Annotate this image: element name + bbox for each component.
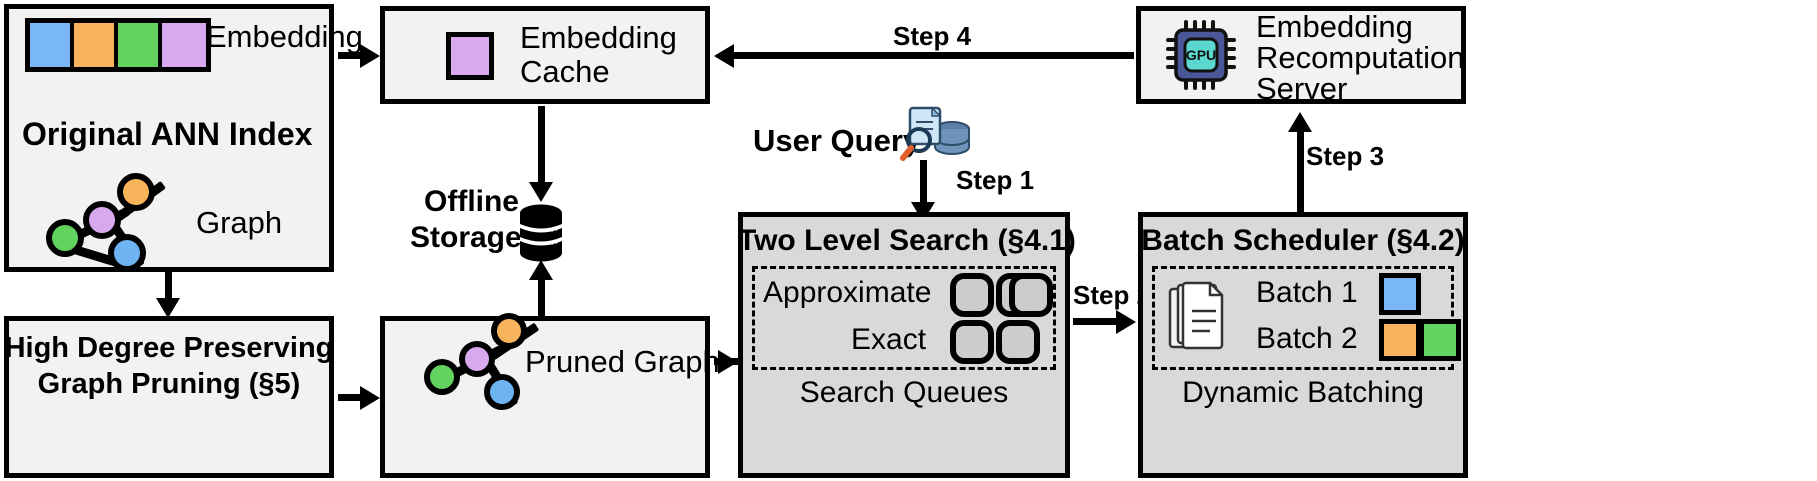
arrow-index-to-pruning-head	[156, 298, 180, 318]
user-query-label: User Query	[753, 123, 921, 158]
recomputation-server-line2: Recomputation	[1256, 40, 1465, 75]
step1-label: Step 1	[956, 165, 1035, 195]
arrow-step4-line	[734, 52, 1134, 59]
database-cylinder-icon	[520, 204, 562, 262]
pruned-node-purple	[459, 341, 495, 377]
search-row-approximate-label: Approximate	[763, 276, 932, 309]
graph-pruning-title-line1: High Degree Preserving	[4, 332, 334, 364]
arrow-pruned-to-search-head	[718, 350, 738, 374]
arrow-step3-line	[1297, 130, 1304, 212]
graph-node-blue	[108, 234, 146, 272]
arrow-pruning-to-pruned-head	[360, 386, 380, 410]
recomputation-server-line3: Server	[1256, 71, 1348, 106]
graph-node-orange	[117, 173, 155, 211]
arrow-step2-line	[1073, 318, 1121, 325]
embedding-label: Embedding	[206, 19, 363, 54]
arrow-step3-head	[1288, 112, 1312, 132]
pruned-node-green	[424, 359, 460, 395]
embedding-cache-line1: Embedding	[520, 20, 677, 55]
embedding-cache-swatch	[446, 32, 494, 80]
batch-2-swatch-0	[1379, 319, 1421, 361]
arrow-pruning-to-pruned-line	[338, 394, 362, 401]
query-magnifier-database-icon	[900, 106, 970, 161]
arrow-cache-to-storage-head	[529, 182, 553, 202]
embedding-cache-line2: Cache	[520, 54, 610, 89]
dynamic-batching-footer: Dynamic Batching	[1182, 376, 1424, 409]
graph-node-purple	[83, 201, 121, 239]
embedding-swatch-strip	[25, 18, 211, 72]
documents-stack-icon	[1168, 281, 1224, 350]
gpu-chip-icon: GPU	[1166, 20, 1236, 90]
graph-label: Graph	[196, 205, 283, 240]
embedding-cache-panel	[380, 6, 710, 104]
search-queues-dashed-region	[752, 266, 1056, 370]
graph-node-green	[46, 219, 84, 257]
embedding-swatch-1	[74, 23, 118, 67]
arrow-step4-head	[714, 44, 734, 68]
svg-text:GPU: GPU	[1186, 47, 1216, 63]
pruned-graph-panel	[380, 316, 710, 478]
offline-storage-line2: Storage	[410, 221, 522, 254]
batch-2-label: Batch 2	[1256, 322, 1358, 355]
offline-storage-line1: Offline	[424, 185, 519, 218]
arrow-cache-to-storage-line	[538, 106, 545, 184]
batch-2-swatch-1	[1419, 319, 1461, 361]
pruned-graph-label: Pruned Graph	[525, 344, 720, 379]
step3-label: Step 3	[1306, 141, 1385, 171]
arrow-pruned-to-storage-head	[529, 260, 553, 280]
batch-1-swatch-0	[1379, 273, 1421, 315]
pruned-node-orange	[491, 313, 527, 349]
pruned-node-blue	[484, 374, 520, 410]
graph-pruning-panel	[4, 316, 334, 478]
two-level-search-title: Two Level Search (§4.1)	[738, 224, 1076, 257]
arrow-pruned-to-storage-line	[538, 278, 545, 316]
arrow-step1-line	[920, 160, 927, 206]
batch-1-label: Batch 1	[1256, 276, 1358, 309]
batch-scheduler-title: Batch Scheduler (§4.2)	[1141, 224, 1465, 257]
arrow-index-to-pruning-line	[165, 272, 172, 300]
exact-queue-slot-1[interactable]	[996, 320, 1040, 364]
search-queues-footer: Search Queues	[799, 376, 1009, 409]
embedding-swatch-3	[162, 23, 206, 67]
arrow-index-to-cache-head	[360, 44, 380, 68]
recomputation-server-line1: Embedding	[1256, 9, 1413, 44]
approximate-queue-slot-2[interactable]	[1009, 273, 1053, 317]
arrow-index-to-cache-line	[338, 52, 362, 59]
search-row-exact-label: Exact	[851, 323, 927, 356]
step4-label: Step 4	[893, 21, 972, 51]
embedding-swatch-0	[30, 23, 74, 67]
dynamic-batching-dashed-region	[1152, 266, 1454, 370]
original-ann-index-title: Original ANN Index	[22, 116, 313, 152]
arrow-step2-head	[1116, 310, 1136, 334]
embedding-swatch-2	[118, 23, 162, 67]
exact-queue-slot-0[interactable]	[950, 320, 994, 364]
graph-pruning-title-line2: Graph Pruning (§5)	[37, 368, 301, 400]
approximate-queue-slot-0[interactable]	[950, 273, 994, 317]
